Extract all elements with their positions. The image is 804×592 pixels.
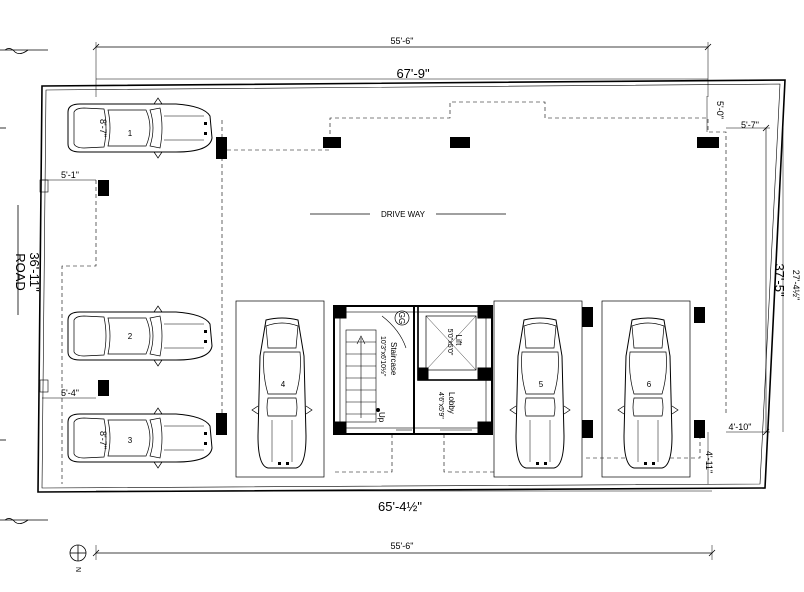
parking-bays <box>235 300 691 478</box>
car-3: 3 <box>67 407 213 469</box>
car-4: 4 <box>251 317 313 469</box>
car1-dimension-label: 8'-7" <box>98 119 108 137</box>
gg-symbol: GG <box>394 310 410 326</box>
svg-text:N: N <box>74 567 81 572</box>
svg-text:5: 5 <box>539 380 544 389</box>
bottom-right-setback-label: 4'-11" <box>704 451 714 473</box>
staircase-size-label: 10'3"x6'10½" <box>379 336 387 377</box>
road-edge <box>0 48 48 524</box>
setback-right-top-label: 5'-7" <box>741 120 759 130</box>
left-plot-dimension: 36'-11" <box>27 252 42 292</box>
svg-text:3: 3 <box>128 436 133 445</box>
left-setback-bottom-label: 5'-4" <box>61 388 79 398</box>
bottom-plot-dimension-label: 65'-4½" <box>378 499 422 514</box>
top-overall-dimension-label: 55'-6" <box>391 36 414 46</box>
svg-text:4: 4 <box>281 380 286 389</box>
left-setback-dimensions <box>42 179 96 399</box>
right-plot-dimension-label: 37'-5" <box>772 263 787 297</box>
car-2: 2 <box>67 305 213 367</box>
car-1: 1 <box>67 97 213 159</box>
right-setback-bottom-label: 4'-10" <box>729 422 752 432</box>
staircase-label: Staircase <box>389 342 398 376</box>
up-label: Up <box>377 412 386 423</box>
road-label: ROAD <box>13 253 28 291</box>
plot-boundary <box>37 79 786 493</box>
car-5: 5 <box>509 317 571 469</box>
right-dimensions <box>706 96 784 484</box>
lobby-label: Lobby <box>447 392 456 414</box>
lift-size-label: 5'0"x5'0" <box>446 329 453 356</box>
svg-text:1: 1 <box>128 129 133 138</box>
staircase <box>345 315 407 423</box>
lift-label: Lift <box>454 335 463 346</box>
bottom-overall-dimension <box>92 490 716 560</box>
north-arrow-icon: N <box>69 544 87 572</box>
svg-text:GG: GG <box>397 312 406 324</box>
core-block <box>333 305 493 435</box>
car-6: 6 <box>617 317 679 469</box>
svg-text:2: 2 <box>128 332 133 341</box>
top-plot-dimension-label: 67'-9" <box>396 66 430 81</box>
doors <box>396 429 472 435</box>
lobby-size-label: 4'6"x5'9" <box>437 392 444 419</box>
columns <box>98 137 719 438</box>
svg-text:6: 6 <box>647 380 652 389</box>
driveway-label: DRIVE WAY <box>381 210 426 219</box>
right-inner-dimension-label: 27'-4½" <box>791 270 801 300</box>
bottom-overall-dimension-label: 55'-6" <box>391 541 414 551</box>
setback-top-right-label: 5'-0" <box>715 101 725 119</box>
car3-dimension-label: 8'-7" <box>98 431 108 449</box>
left-setback-top-label: 5'-1" <box>61 170 79 180</box>
top-overall-dimension <box>92 42 712 97</box>
